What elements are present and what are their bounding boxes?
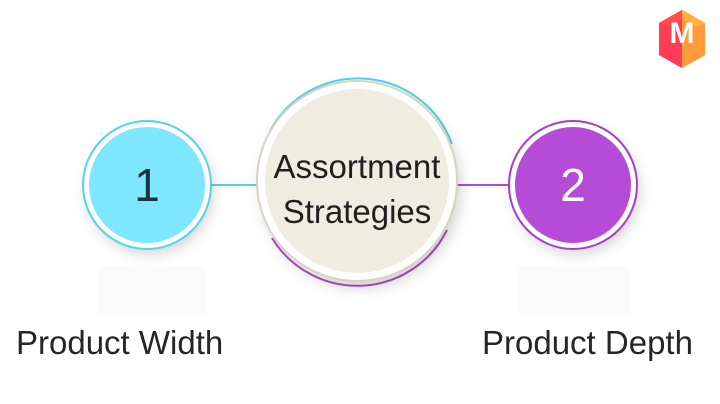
product-width-label: Product Width	[16, 324, 224, 361]
assortment-strategies-circle: Assortment Strategies	[258, 82, 456, 280]
step-two-number: 2	[560, 159, 586, 211]
center-bottom-arc	[271, 229, 448, 287]
right-label-panel	[518, 266, 630, 314]
assortment-strategies-title: Assortment Strategies	[273, 148, 441, 230]
left-label-panel	[98, 266, 206, 314]
step-one-number: 1	[134, 159, 160, 211]
logo: M	[654, 8, 710, 70]
center-top-arc	[269, 77, 453, 145]
logo-shape	[659, 10, 705, 68]
logo-letter: M	[669, 17, 695, 50]
product-depth-label: Product Depth	[482, 324, 693, 361]
step-two-circle: 2	[510, 122, 636, 248]
step-one-circle: 1	[84, 122, 210, 248]
